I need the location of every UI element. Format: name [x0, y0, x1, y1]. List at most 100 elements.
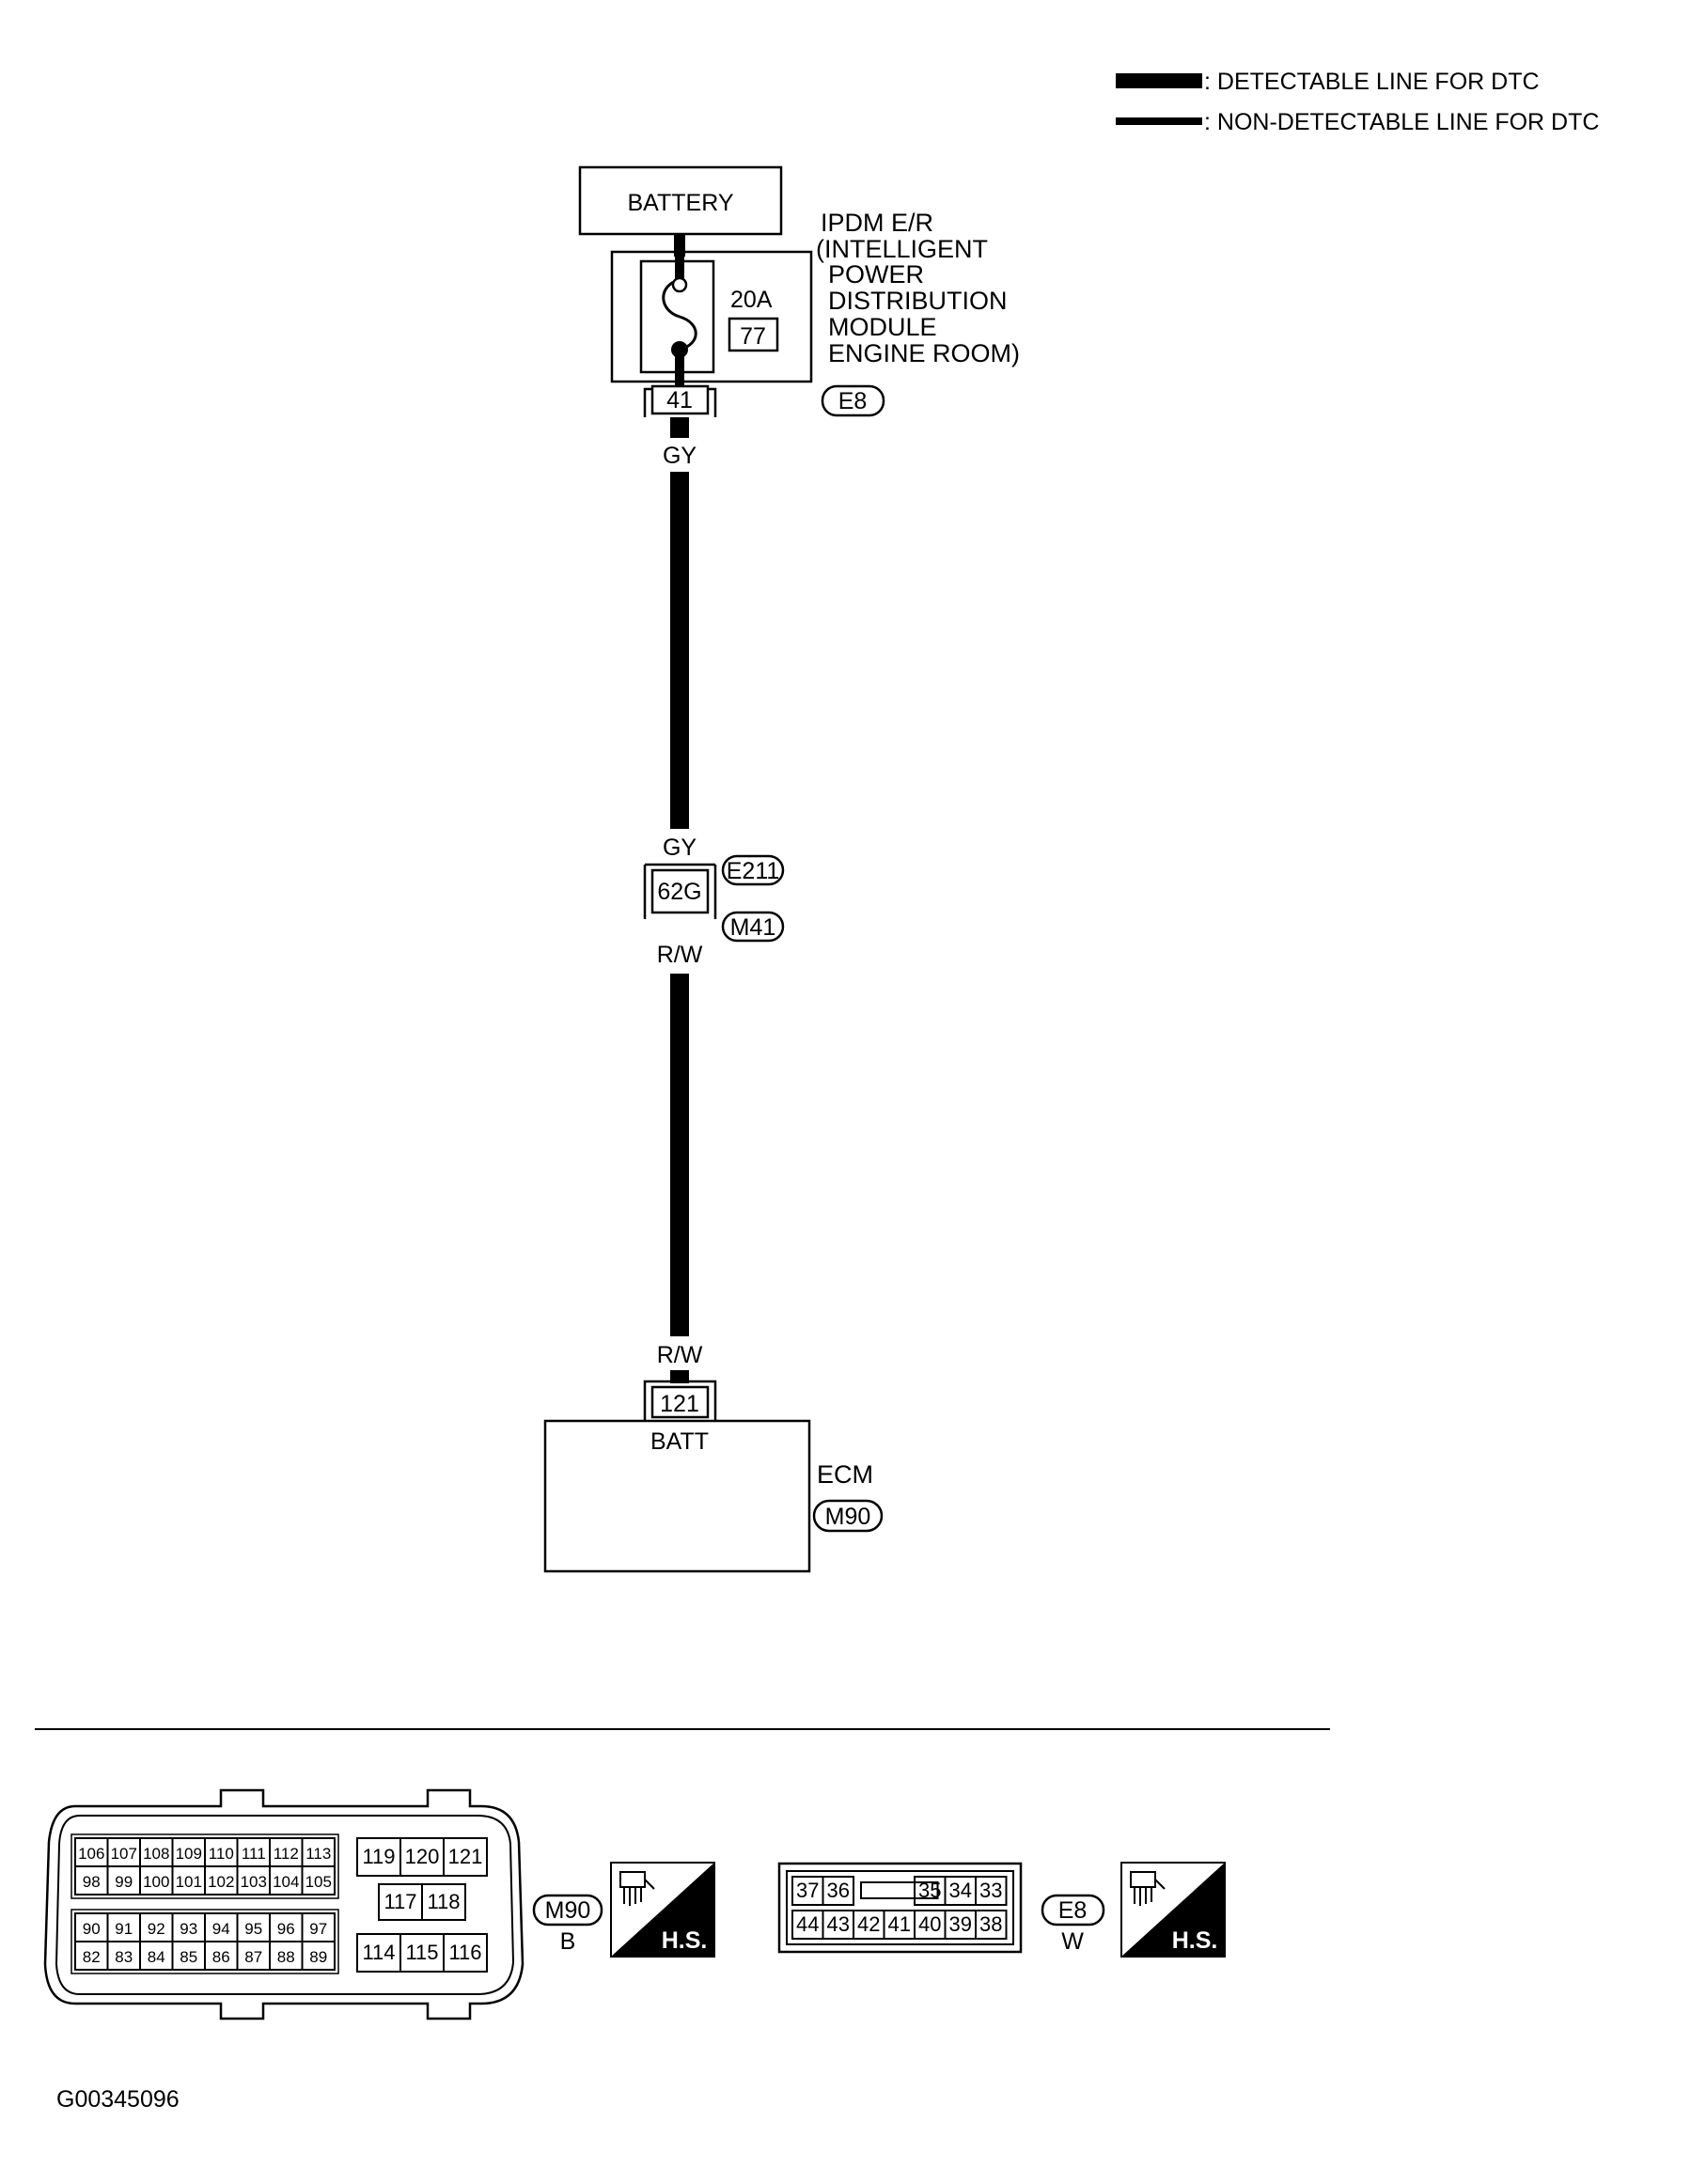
connector-m90-tag [812, 1499, 884, 1533]
fuse-number: 77 [740, 323, 766, 350]
battery: BATTERY [578, 165, 783, 236]
connector-cavity: 92 [139, 1912, 174, 1942]
wire-gy-stub [670, 417, 689, 438]
e8-face-tag-label: E8 [1058, 1897, 1088, 1924]
e8-housing-outer [777, 1862, 1023, 1954]
connector-cavity: 86 [204, 1941, 239, 1971]
connector-cavity: 41 [883, 1910, 916, 1940]
cavity-label: 113 [305, 1845, 331, 1863]
cavity-box [421, 1883, 466, 1921]
connector-cavity: 83 [106, 1941, 141, 1971]
connector-cavity: 43 [822, 1910, 854, 1940]
connector-cavity: 109 [171, 1837, 206, 1867]
wire-rw-color-bottom: R/W [657, 1342, 703, 1368]
cavity-label: 93 [180, 1920, 197, 1938]
cavity-label: 39 [949, 1912, 972, 1936]
terminal-62g-box [650, 868, 710, 914]
wire-rw: R/W R/W [657, 942, 703, 1383]
cavity-label: 105 [305, 1873, 332, 1891]
cavity-box [443, 1933, 488, 1973]
cavity-label: 110 [209, 1845, 234, 1863]
connector-cavity: 37 [791, 1876, 824, 1906]
cavity-label: 117 [384, 1890, 416, 1913]
e8-color-label: W [1061, 1928, 1084, 1955]
connector-cavity: 89 [301, 1941, 336, 1971]
connector-cavity: 104 [269, 1865, 304, 1895]
cavity-label: 100 [143, 1873, 169, 1891]
connector-cavity: 116 [443, 1933, 488, 1973]
ecm-box [543, 1419, 811, 1573]
connector-cavity: 111 [236, 1837, 271, 1867]
m90-face-tag-label: M90 [545, 1897, 591, 1924]
terminal-121-label: 121 [660, 1391, 699, 1417]
m90-hs-label: H.S. [662, 1927, 708, 1954]
terminal-121-bracket [643, 1380, 717, 1421]
cavity-box [301, 1941, 336, 1971]
connector-cavity: 120 [399, 1837, 445, 1877]
cavity-label: 107 [111, 1845, 137, 1863]
cavity-label: 102 [208, 1873, 234, 1891]
connector-cavity: 107 [106, 1837, 141, 1867]
e8-face-tag [1041, 1894, 1105, 1927]
connector-e8-label: E8 [838, 388, 868, 414]
cavity-label: 42 [857, 1912, 880, 1936]
connector-cavity: 97 [301, 1912, 336, 1942]
connector-cavity: 98 [74, 1865, 109, 1895]
m90-hs-symbol: H.S. [610, 1862, 715, 1958]
figure-id: G00345096 [56, 2086, 180, 2113]
connector-cavity: 90 [74, 1912, 109, 1942]
connector-cavity: 103 [236, 1865, 271, 1895]
connector-cavity: 91 [106, 1912, 141, 1942]
connector-cavity: 101 [171, 1865, 206, 1895]
wire-gy-color-bottom: GY [663, 835, 697, 861]
connector-cavity: 34 [944, 1876, 977, 1906]
joint-bracket [643, 863, 717, 919]
cavity-label: 95 [244, 1920, 262, 1938]
wire-gy-color-top: GY [663, 443, 697, 469]
connector-cavity: 94 [204, 1912, 239, 1942]
fuse-number-box [728, 317, 779, 352]
ipdm-box [610, 250, 813, 383]
connector-cavity: 105 [301, 1865, 336, 1895]
cavity-label: 104 [273, 1873, 299, 1891]
m90-face-tag [532, 1894, 603, 1927]
cavity-box [443, 1837, 488, 1877]
connector-cavity: 112 [269, 1837, 304, 1867]
cavity-box [822, 1876, 854, 1906]
connector-cavity: 44 [791, 1910, 824, 1940]
connector-cavity: 102 [204, 1865, 239, 1895]
joint-connector: 62G E211 M41 [643, 854, 785, 943]
connector-cavity: 113 [301, 1837, 336, 1867]
cavity-label: 103 [241, 1873, 267, 1891]
connector-cavity: 119 [356, 1837, 401, 1877]
terminal-62g-label: 62G [657, 879, 701, 905]
connector-cavity: 82 [74, 1941, 109, 1971]
cavity-label: 43 [827, 1912, 850, 1936]
hand-icon [619, 1871, 655, 1906]
m90-color-label: B [560, 1928, 576, 1955]
cavity-label: 112 [274, 1845, 299, 1863]
connector-m41-tag [721, 911, 785, 943]
connector-m90-label: M90 [825, 1504, 871, 1530]
cavity-box [975, 1876, 1008, 1906]
hand-icon [1130, 1871, 1166, 1906]
wire-rw-color-top: R/W [657, 942, 703, 968]
cavity-label: 83 [115, 1948, 133, 1966]
fuse-top-terminal [671, 276, 688, 293]
connector-cavity: 87 [236, 1941, 271, 1971]
cavity-label: 36 [827, 1879, 850, 1902]
battery-label: BATTERY [628, 190, 734, 216]
cavity-label: 40 [918, 1912, 941, 1936]
cavity-label: 86 [212, 1948, 230, 1966]
fuse-lead-top [675, 252, 684, 280]
cavity-label: 119 [362, 1845, 395, 1868]
wire-gy: GY GY [663, 417, 697, 861]
ipdm-name-line2: (INTELLIGENT [816, 235, 988, 263]
legend: : DETECTABLE LINE FOR DTC : NON-DETECTAB… [1116, 69, 1599, 135]
cavity-label: 37 [796, 1879, 819, 1902]
connector-m41-label: M41 [730, 914, 776, 941]
cavity-box [975, 1910, 1008, 1940]
